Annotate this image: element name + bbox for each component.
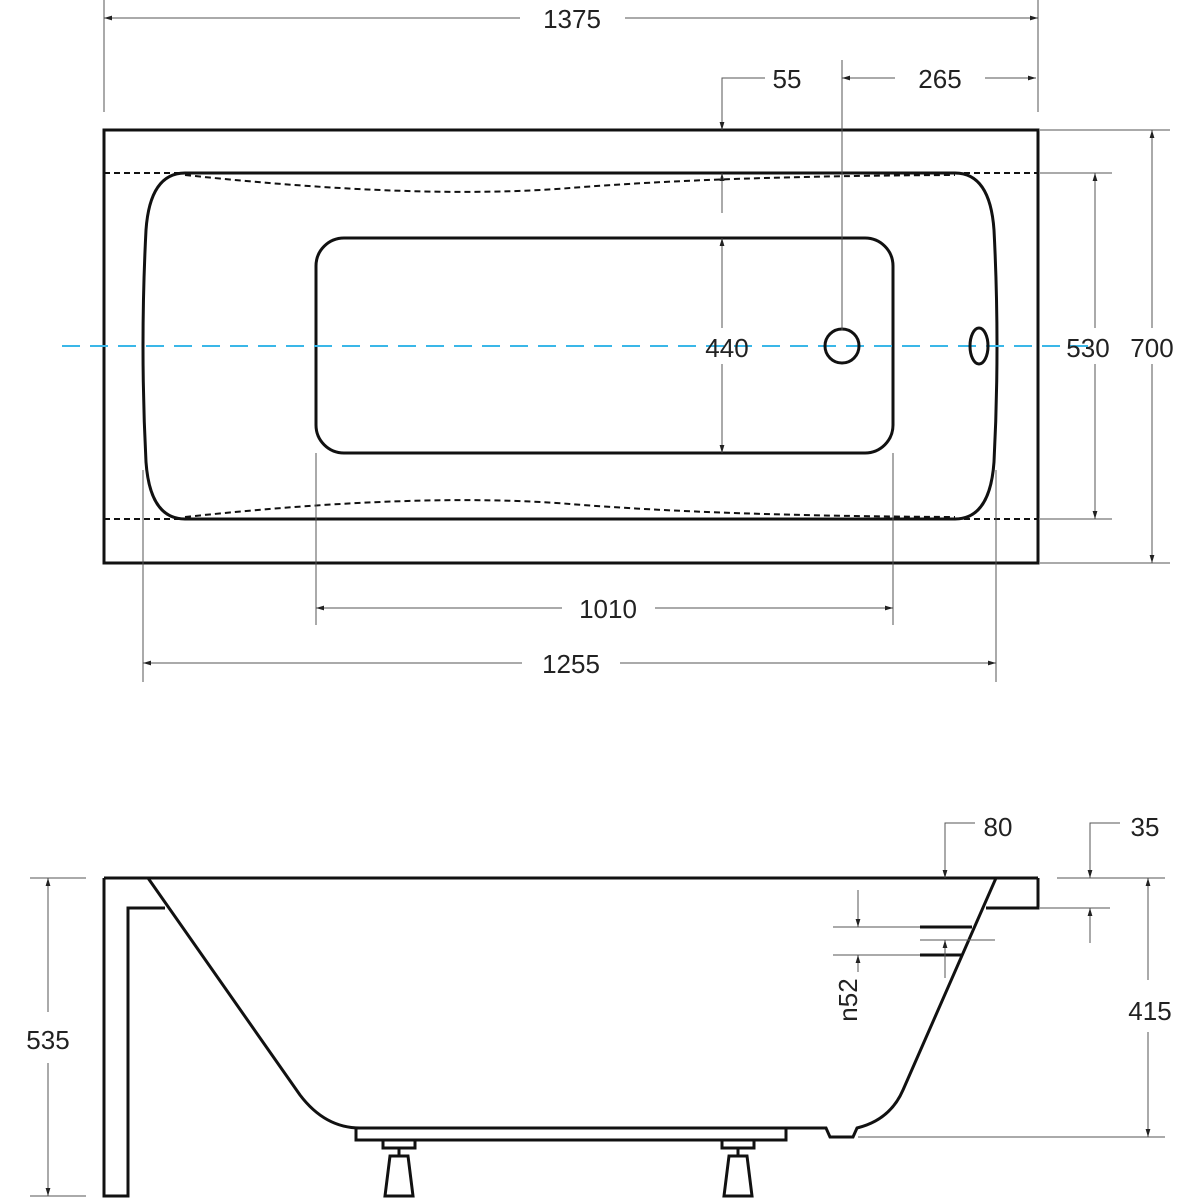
side-view: n52 80 35 415 535 [26,812,1172,1198]
basin-outline [141,171,999,521]
tub-profile [146,877,998,1139]
overflow-icon [968,326,990,366]
dim-drain-offset: 265 [918,64,961,94]
dim-overflow-spacing: n52 [833,978,863,1021]
apron-frame [102,878,165,1198]
basin-contour [184,174,956,518]
base-plate [354,1126,788,1142]
dim-basin-length: 1255 [542,649,600,679]
dim-depth: 415 [1128,996,1171,1026]
dim-rim-width: 55 [773,64,802,94]
dim-overall-height: 535 [26,1025,69,1055]
dim-basin-width: 530 [1066,333,1109,363]
foot-right [720,1138,756,1198]
dim-rim-edge: 80 [984,812,1013,842]
dim-rim-thickness: 35 [1131,812,1160,842]
dim-inner-width: 440 [705,333,748,363]
dim-overall-width: 700 [1130,333,1173,363]
rim-right [986,878,1040,910]
dim-overall-length: 1375 [543,4,601,34]
foot-left [381,1138,417,1198]
top-view: 1375 55 265 440 530 700 1010 [62,0,1174,682]
dim-inner-length: 1010 [579,594,637,624]
